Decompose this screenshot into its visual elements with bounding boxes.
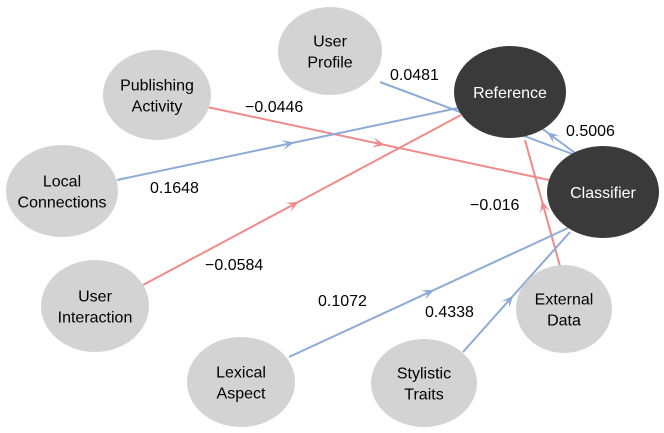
node-label: Connections: [18, 195, 107, 212]
node-label: Interaction: [58, 310, 133, 327]
edge-stylistic-traits-to-classifier: [462, 231, 571, 353]
node-label: Stylistic: [397, 366, 451, 383]
node-ellipse: [187, 337, 295, 427]
node-label: User: [78, 289, 112, 306]
arrowhead-icon: [421, 289, 435, 300]
node-label: Traits: [404, 387, 443, 404]
edge-publishing-activity-to-classifier: [206, 106, 550, 181]
arrowhead-icon: [540, 200, 550, 214]
edge-line: [539, 126, 576, 154]
edge-weight-label: 0.1072: [318, 293, 367, 310]
node-ellipse: [371, 339, 477, 427]
arrowhead-icon: [285, 201, 299, 212]
edge-weight-label: −0.016: [470, 197, 519, 214]
arrowhead-icon: [281, 140, 295, 150]
arrowhead-icon: [547, 132, 560, 144]
node-label: Classifier: [570, 185, 636, 202]
edge-weight-label: 0.0481: [390, 67, 439, 84]
node-ellipse: [103, 50, 211, 140]
node-ellipse: [454, 46, 566, 138]
edge-line: [206, 106, 550, 181]
node-label: Local: [43, 174, 81, 191]
node-label: Publishing: [120, 78, 194, 95]
node-ellipse: [6, 145, 118, 237]
edge-weight-label: 0.4338: [425, 304, 474, 321]
edge-user-interaction-to-reference: [142, 114, 462, 286]
edges-layer: [116, 81, 576, 358]
node-label: Data: [547, 313, 581, 330]
edge-line: [142, 114, 462, 286]
edge-weight-label: 0.1648: [150, 180, 199, 197]
node-label: User: [313, 34, 347, 51]
edge-weight-label: −0.0584: [205, 257, 263, 274]
node-label: Aspect: [217, 386, 266, 403]
node-ellipse: [278, 7, 382, 95]
nodes-layer: UserProfileReferencePublishingActivityLo…: [6, 7, 659, 427]
node-ellipse: [516, 265, 612, 353]
node-label: Reference: [473, 85, 547, 102]
node-label: Profile: [307, 55, 352, 72]
edge-classifier-to-reference: [539, 126, 576, 154]
edge-line: [462, 231, 571, 353]
node-classifier: Classifier: [547, 146, 659, 238]
node-label: Lexical: [216, 365, 266, 382]
node-reference: Reference: [454, 46, 566, 138]
arrowhead-icon: [501, 295, 514, 308]
node-ellipse: [547, 146, 659, 238]
edge-local-connections-to-reference: [116, 107, 459, 181]
edge-weight-label: 0.5006: [566, 123, 615, 140]
node-label: Activity: [132, 99, 183, 116]
edge-line: [116, 107, 459, 181]
edge-external-data-to-classifier: [524, 139, 561, 267]
arrowhead-icon: [372, 137, 385, 148]
edge-lexical-aspect-to-classifier: [288, 227, 569, 358]
edge-labels-layer: 0.0481 −0.0446 0.1648 −0.0584 0.5006 −0.016 0.…: [150, 67, 615, 321]
node-ellipse: [41, 260, 149, 352]
edge-weight-label: −0.0446: [245, 99, 303, 116]
node-label: External: [535, 292, 594, 309]
